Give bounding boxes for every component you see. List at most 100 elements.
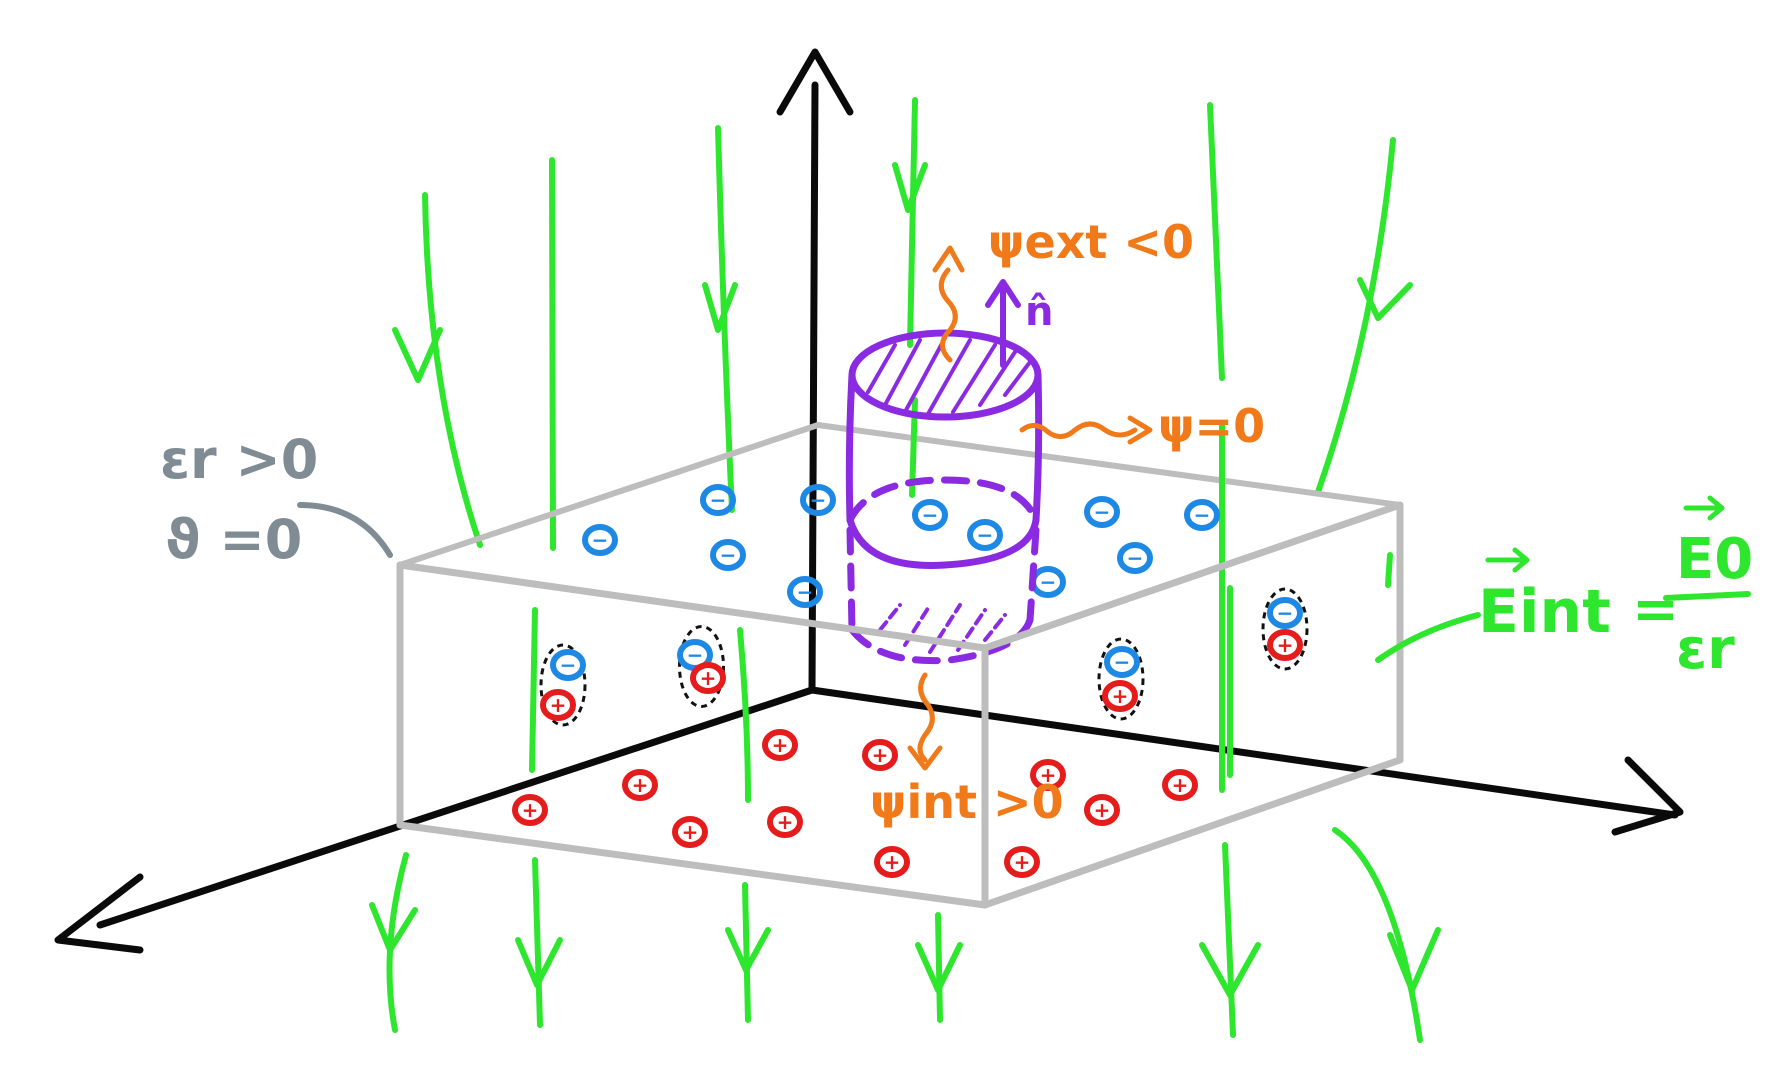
field-line — [715, 125, 735, 513]
flux-side-arrowhead — [1127, 415, 1153, 445]
field-line — [1207, 102, 1225, 381]
dipoles: −+−+−+−+ — [539, 587, 1309, 727]
dielectric-slab-front — [396, 501, 1404, 909]
charge-sign-negative: − — [710, 488, 727, 512]
charge-sign-negative: − — [1277, 601, 1294, 625]
flux-side-squiggle — [1019, 421, 1138, 439]
slab-top-front-right — [981, 501, 1404, 652]
flux-int-label: ψint >0 — [870, 775, 1064, 829]
field-line — [1385, 552, 1393, 588]
charge-sign-negative: − — [977, 523, 994, 547]
field-line — [1332, 827, 1423, 1043]
flux-squiggles — [907, 245, 1153, 771]
dipole-outline — [678, 625, 725, 708]
charge-sign-negative: − — [1040, 570, 1057, 594]
field-denominator: εr — [1676, 617, 1735, 682]
dipole-positive-charge: + — [1102, 680, 1138, 712]
field-lhs: Eint — [1478, 577, 1611, 647]
charge-sign-positive: + — [700, 666, 717, 690]
charge-sign-negative: − — [810, 488, 827, 512]
negative-charge: − — [710, 539, 746, 571]
normal-vector-arrowhead — [985, 279, 1021, 308]
z-axis — [808, 81, 819, 694]
cylinder-mid-rim — [846, 516, 1040, 569]
charge-sign-positive: + — [884, 850, 901, 874]
negative-charge: − — [787, 576, 823, 608]
positive-charge: + — [622, 769, 658, 801]
field-line — [737, 627, 751, 803]
field-num-vector-arrow — [1683, 495, 1725, 521]
normal-label: n̂ — [1025, 289, 1053, 335]
y-axis-arrowhead — [1611, 756, 1684, 836]
slab-top-back-right — [815, 422, 1403, 508]
positive-charge: + — [672, 816, 708, 848]
field-line — [742, 882, 751, 1023]
field-lines-front — [1227, 552, 1393, 778]
field-line — [532, 857, 543, 1028]
field-line — [907, 97, 918, 348]
field-line-arrowhead — [1199, 942, 1261, 998]
positive-charge: + — [874, 846, 910, 878]
cylinder-right-side — [1032, 371, 1043, 524]
positive-charge: + — [1084, 794, 1120, 826]
dipole-positive-charge: + — [1267, 629, 1303, 661]
positive-surface-charges: +++++++++++ — [512, 729, 1198, 878]
charge-sign-negative: − — [1194, 503, 1211, 527]
dipole-negative-charge: − — [550, 649, 586, 681]
positive-charge: + — [1162, 769, 1198, 801]
field-line-arrowhead — [892, 162, 928, 213]
field-line-arrowhead — [1357, 277, 1413, 321]
z-axis-arrowhead — [776, 48, 854, 116]
field-lhs-vector-arrow — [1485, 547, 1530, 573]
charge-sign-positive: + — [772, 733, 789, 757]
dipole: −+ — [1097, 637, 1145, 721]
charge-sign-positive: + — [682, 820, 699, 844]
charge-sign-negative: − — [560, 653, 577, 677]
field-line-arrowhead — [369, 902, 418, 953]
charge-sign-positive: + — [777, 810, 794, 834]
top-cap-hatching — [866, 336, 1032, 416]
field-line — [422, 192, 483, 548]
charge-sign-negative: − — [1114, 650, 1131, 674]
negative-charge: − — [967, 519, 1003, 551]
negative-charge: − — [912, 499, 948, 531]
positive-charge: + — [1030, 759, 1066, 791]
coordinate-axes — [54, 48, 1684, 954]
dipole: −+ — [677, 625, 726, 708]
charge-sign-positive: + — [1277, 633, 1294, 657]
dipole-outline — [539, 643, 587, 727]
charge-sign-positive: + — [1112, 684, 1129, 708]
field-line — [549, 157, 556, 551]
dipole-negative-charge: − — [1267, 597, 1303, 629]
positive-charge: + — [1004, 846, 1040, 878]
dipole-outline — [1261, 587, 1309, 671]
negative-charge: − — [582, 524, 618, 556]
flux-int-arrowhead — [907, 745, 943, 771]
field-line — [935, 912, 943, 1023]
cylinder-left-side — [845, 371, 856, 524]
y-axis — [808, 686, 1679, 819]
charge-sign-positive: + — [550, 693, 567, 717]
charge-sign-positive: + — [1094, 798, 1111, 822]
charge-sign-negative: − — [1094, 500, 1111, 524]
field-line-arrowhead — [392, 327, 443, 383]
charge-sign-negative: − — [1127, 546, 1144, 570]
field-label-pointer — [1375, 612, 1481, 663]
charge-sign-positive: + — [1172, 773, 1189, 797]
charge-sign-positive: + — [872, 743, 889, 767]
dipole-outline — [1097, 637, 1145, 721]
positive-charge: + — [767, 806, 803, 838]
dipole-positive-charge: + — [540, 689, 576, 721]
material-label-pointer — [297, 502, 393, 558]
free-charge-label: ϑ =0 — [165, 508, 302, 571]
slab-top-back-left — [397, 422, 821, 568]
cylinder-hidden-right — [1026, 526, 1040, 624]
flux-ext-squiggle — [938, 267, 958, 363]
field-line-arrowhead — [702, 282, 738, 333]
charge-sign-negative: − — [797, 580, 814, 604]
negative-charge: − — [1084, 496, 1120, 528]
negative-charge: − — [800, 484, 836, 516]
slab-top-front-left — [396, 561, 989, 652]
x-axis-arrowhead — [54, 873, 144, 954]
